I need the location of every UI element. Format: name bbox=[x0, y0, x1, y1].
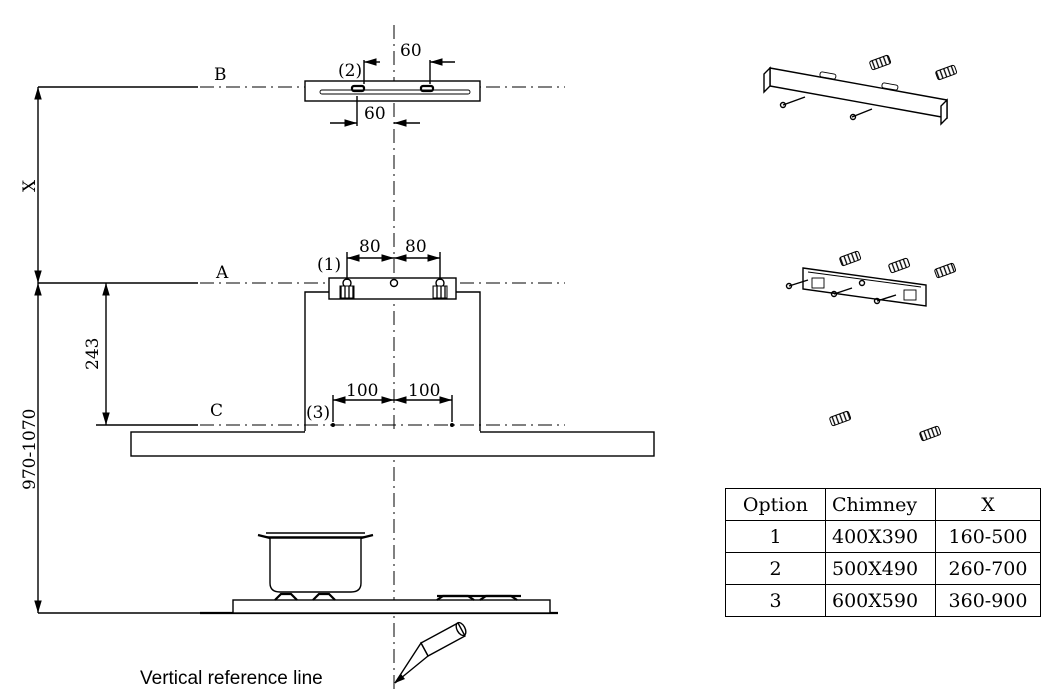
table-row: 3 600X590 360-900 bbox=[725, 584, 1041, 617]
header-option: Option bbox=[725, 488, 826, 521]
level-b: B (2) 60 60 bbox=[38, 41, 565, 127]
table-header-row: Option Chimney X bbox=[725, 488, 1041, 521]
wall-bracket-iso bbox=[763, 54, 958, 126]
cooking-pot bbox=[257, 532, 374, 593]
dim-mid-left: 80 bbox=[359, 237, 381, 257]
dim-low-left: 100 bbox=[346, 381, 378, 401]
options-table: Option Chimney X 1 400X390 160-500 2 500… bbox=[725, 488, 1041, 617]
dim-top-lower: 60 bbox=[364, 104, 386, 124]
table-cell: 3 bbox=[725, 584, 826, 617]
table-cell: 400X390 bbox=[825, 520, 936, 553]
chimney-bracket bbox=[328, 277, 457, 300]
chimney bbox=[304, 291, 481, 432]
marker-1: (1) bbox=[317, 255, 341, 275]
level-b-label: B bbox=[214, 65, 227, 85]
dim-low-right: 100 bbox=[408, 381, 440, 401]
marker-2: (2) bbox=[338, 61, 362, 81]
table-cell: 600X590 bbox=[825, 584, 936, 617]
dim-mid-right: 80 bbox=[405, 237, 427, 257]
table-cell: 1 bbox=[725, 520, 826, 553]
dim-top-upper: 60 bbox=[400, 41, 422, 61]
header-chimney: Chimney bbox=[825, 488, 936, 521]
table-cell: 2 bbox=[725, 552, 826, 585]
dim-243: 243 bbox=[83, 338, 103, 370]
header-x: X bbox=[935, 488, 1041, 521]
level-c: C (3) 100 100 bbox=[96, 381, 565, 427]
top-bracket bbox=[304, 80, 481, 102]
cooktop bbox=[38, 592, 558, 615]
dim-970-1070: 970-1070 bbox=[20, 409, 40, 490]
level-a: A (1) 80 80 bbox=[38, 237, 565, 300]
level-c-label: C bbox=[210, 401, 223, 421]
wall-plugs-iso bbox=[829, 410, 942, 442]
chimney-bracket-iso bbox=[785, 250, 957, 307]
table-row: 2 500X490 260-700 bbox=[725, 552, 1041, 585]
pencil-icon bbox=[394, 621, 467, 684]
hood-canopy bbox=[130, 431, 655, 457]
table-cell: 160-500 bbox=[935, 520, 1041, 553]
table-cell: 500X490 bbox=[825, 552, 936, 585]
marker-3: (3) bbox=[306, 403, 330, 423]
table-cell: 360-900 bbox=[935, 584, 1041, 617]
caption: Vertical reference line bbox=[140, 668, 323, 689]
table-row: 1 400X390 160-500 bbox=[725, 520, 1041, 553]
table-cell: 260-700 bbox=[935, 552, 1041, 585]
dim-x: X bbox=[20, 179, 40, 192]
level-a-label: A bbox=[215, 263, 229, 283]
